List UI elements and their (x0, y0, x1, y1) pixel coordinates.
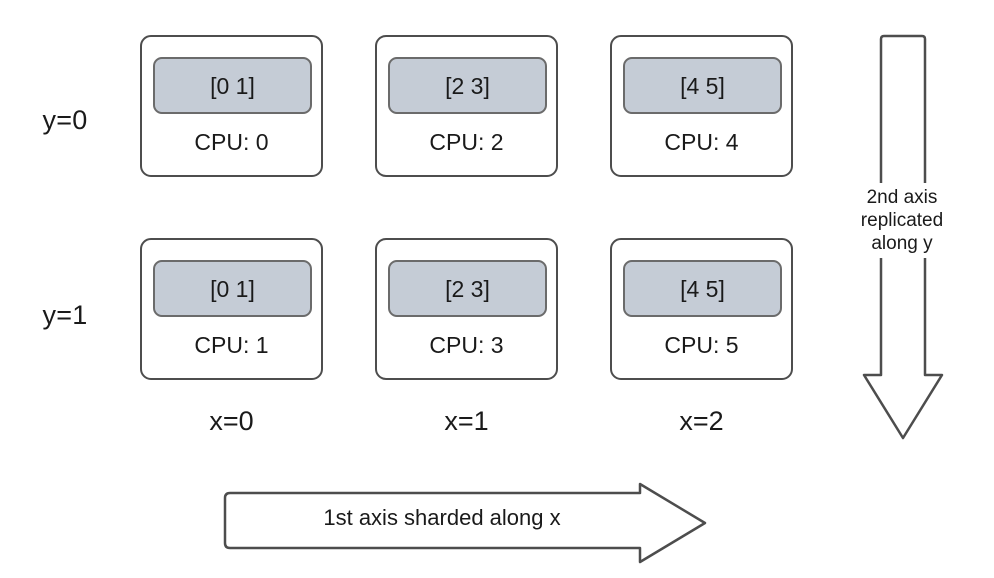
y-axis-label-row-1: y=1 (42, 300, 88, 330)
vertical-arrow-caption-line-2: replicated (860, 210, 944, 231)
right-block-arrow-icon (223, 482, 707, 564)
x-axis-label-col-1: x=1 (444, 406, 489, 436)
vertical-arrow-caption: 2nd axis replicated along y (838, 183, 966, 258)
cpu-label: CPU: 2 (429, 129, 504, 155)
x-axis-label-col-2: x=2 (679, 406, 724, 436)
shard-chip: [4 5] (623, 57, 782, 114)
vertical-arrow-caption-line-1: 2nd axis (866, 187, 938, 208)
device-cell-r0-c1[interactable]: [2 3] CPU: 2 (375, 35, 558, 177)
shard-chip: [4 5] (623, 260, 782, 317)
cpu-label: CPU: 4 (664, 129, 739, 155)
device-cell-r1-c0[interactable]: [0 1] CPU: 1 (140, 238, 323, 380)
cpu-label: CPU: 5 (664, 332, 739, 358)
device-cell-r0-c2[interactable]: [4 5] CPU: 4 (610, 35, 793, 177)
y-axis-label-row-0: y=0 (42, 105, 88, 135)
cpu-label: CPU: 1 (194, 332, 269, 358)
device-cell-r0-c0[interactable]: [0 1] CPU: 0 (140, 35, 323, 177)
cpu-label: CPU: 3 (429, 332, 504, 358)
shard-chip: [0 1] (153, 260, 312, 317)
horizontal-arrow-caption: 1st axis sharded along x (323, 505, 561, 530)
shard-chip: [2 3] (388, 57, 547, 114)
cpu-label: CPU: 0 (194, 129, 269, 155)
shard-chip: [0 1] (153, 57, 312, 114)
device-cell-r1-c1[interactable]: [2 3] CPU: 3 (375, 238, 558, 380)
device-cell-r1-c2[interactable]: [4 5] CPU: 5 (610, 238, 793, 380)
shard-chip: [2 3] (388, 260, 547, 317)
vertical-arrow-caption-line-3: along y (871, 233, 933, 254)
x-axis-label-col-0: x=0 (209, 406, 254, 436)
